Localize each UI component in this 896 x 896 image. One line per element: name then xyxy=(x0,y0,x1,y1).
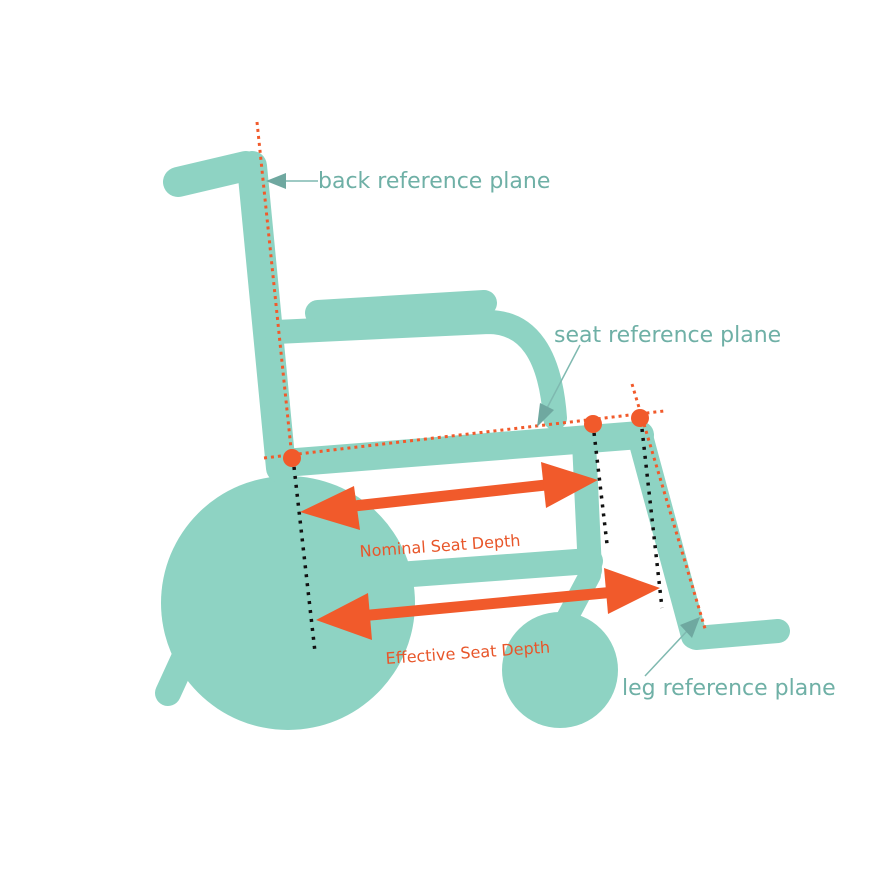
leg-rest xyxy=(627,423,707,649)
back-plane-leader-head xyxy=(266,173,286,189)
armrest-frame xyxy=(264,309,567,430)
leg-plane-leader xyxy=(644,629,689,677)
nominal-arrow-shaft xyxy=(344,478,556,513)
leg-point xyxy=(631,409,649,427)
label-leaders xyxy=(266,173,700,677)
push-handle xyxy=(163,151,261,197)
effective-seat-depth-arrow xyxy=(316,568,660,640)
back-seat-point xyxy=(283,449,301,467)
back-post xyxy=(237,151,296,483)
leg-plane-leader-head xyxy=(680,617,700,638)
seat-plane-leader xyxy=(545,344,581,411)
effective-arrow-head-left xyxy=(316,593,372,640)
rear-measure-line xyxy=(291,457,317,653)
lower-rail xyxy=(385,548,603,588)
anti-tip-bar xyxy=(155,632,203,706)
nominal-arrow-head-left xyxy=(300,486,360,530)
footplate xyxy=(684,619,790,650)
effective-arrow-head-right xyxy=(604,568,660,614)
back-reference-plane-label: back reference plane xyxy=(318,169,550,194)
front-seat-point xyxy=(584,415,602,433)
measurement-verticals xyxy=(291,419,664,653)
seat-reference-plane-label: seat reference plane xyxy=(554,323,781,348)
mid-measure-line xyxy=(591,423,609,545)
front-caster-wheel xyxy=(502,612,618,728)
nominal-seat-depth-arrow xyxy=(300,462,598,530)
effective-arrow-shaft xyxy=(359,586,616,622)
leg-reference-plane-label: leg reference plane xyxy=(622,676,836,701)
back-reference-plane-line xyxy=(255,121,294,459)
wheelchair-frame xyxy=(155,151,790,730)
reference-points xyxy=(283,409,649,467)
armrest-pad xyxy=(305,290,497,326)
seat-plane-leader-head xyxy=(537,403,554,427)
nominal-arrow-head-right xyxy=(541,462,598,508)
rear-wheel xyxy=(161,476,415,730)
